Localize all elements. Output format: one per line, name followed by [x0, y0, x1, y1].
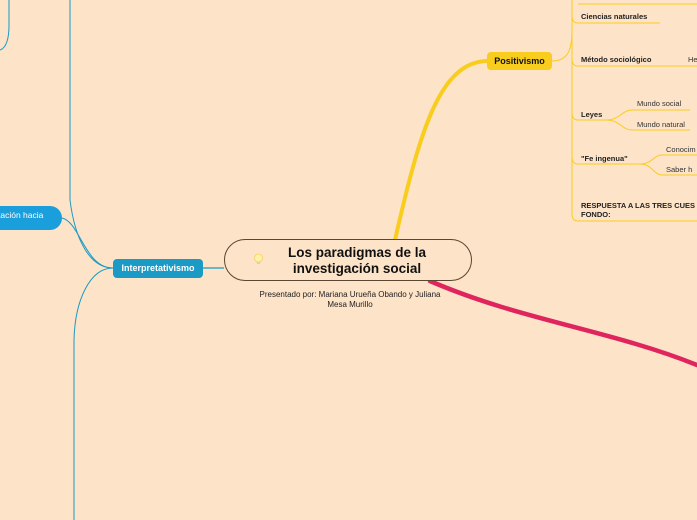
- node-interpretativismo[interactable]: Interpretativismo: [113, 259, 203, 278]
- node-mundo-social[interactable]: Mundo social: [637, 99, 682, 108]
- central-title: Los paradigmas de la investigación socia…: [287, 245, 427, 276]
- node-leyes[interactable]: Leyes: [581, 110, 603, 119]
- node-ciencias-naturales[interactable]: Ciencias naturales: [581, 12, 648, 21]
- node-conocim[interactable]: Conocim: [666, 145, 696, 154]
- node-saber-h[interactable]: Saber h: [666, 165, 693, 174]
- node-metodo-sub[interactable]: He: [688, 55, 697, 64]
- connector-leyes: [571, 111, 606, 121]
- connector-pink-branch: [427, 278, 697, 368]
- node-respuesta-line2: FONDO:: [581, 209, 611, 219]
- node-mundo-natural[interactable]: Mundo natural: [637, 120, 685, 129]
- node-orientacion[interactable]: tación hacia: [0, 206, 62, 230]
- node-interpretativismo-label: Interpretativismo: [121, 263, 195, 273]
- node-orientacion-label: tación hacia: [0, 210, 44, 220]
- connector-positivismo-spine: [551, 0, 573, 205]
- connector-positivismo: [393, 59, 489, 242]
- connector-int-up: [69, 0, 114, 269]
- node-respuesta-line1: RESPUESTA A LAS TRES CUES: [581, 201, 696, 210]
- connector-left-top: [0, 0, 10, 51]
- node-positivismo-label: Positivismo: [494, 56, 545, 66]
- node-fe-ingenua[interactable]: "Fe ingenua": [581, 154, 628, 163]
- lightbulb-icon: [254, 253, 263, 264]
- connector-int-orient: [61, 217, 114, 269]
- node-metodo-sociologico[interactable]: Método sociológico: [581, 55, 652, 64]
- connector-int-down: [73, 267, 114, 520]
- node-positivismo[interactable]: Positivismo: [487, 52, 552, 70]
- node-respuesta[interactable]: RESPUESTA A LAS TRES CUES FONDO:: [581, 201, 696, 219]
- connector-metodo: [571, 57, 697, 67]
- connector-ciencias: [571, 14, 660, 24]
- connector-positivismo-spine-full: [571, 0, 697, 222]
- connector-fe-sub: [639, 154, 697, 176]
- connector-leyes-sub: [605, 109, 690, 131]
- central-topic[interactable]: [224, 239, 472, 281]
- connector-fe: [571, 155, 640, 165]
- central-subtitle: Presentado por: Mariana Urueña Obando y …: [259, 290, 441, 309]
